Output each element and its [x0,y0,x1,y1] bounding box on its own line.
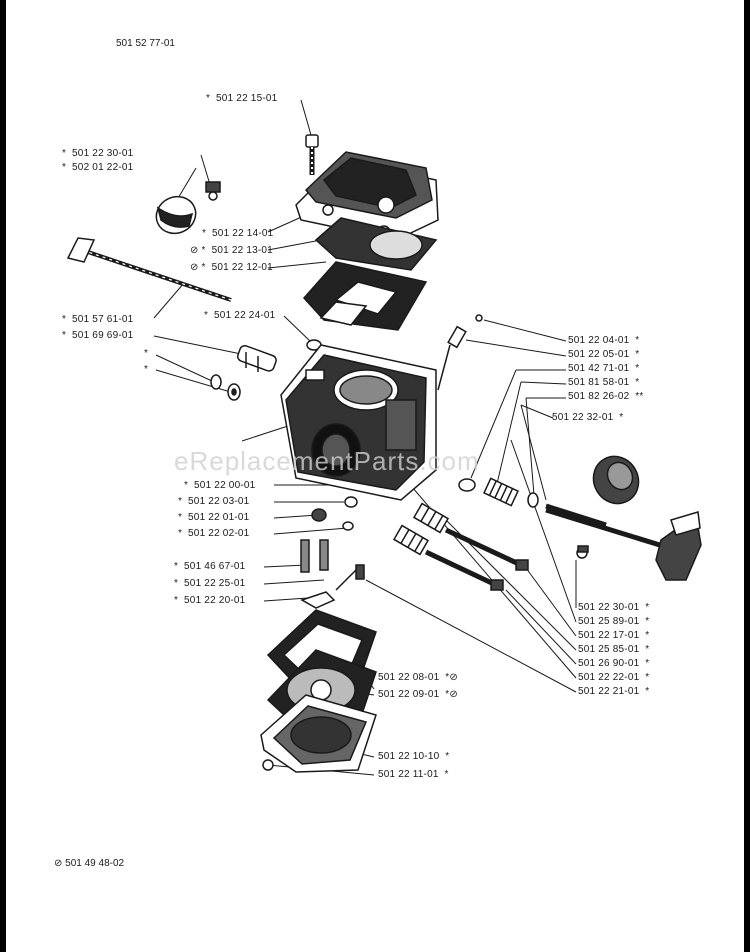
part-label: * 501 22 03-01 [178,496,250,507]
leader-line [520,404,554,419]
leader-line [300,99,312,136]
leader-line [267,261,327,269]
part-label: 501 22 08-01 *⊘ [378,672,458,683]
pump-diaphragm [314,217,438,271]
part-label: 501 22 17-01 * [578,630,650,641]
part-label: * 501 22 15-01 [206,93,278,104]
leader-line [273,514,319,519]
part-label: 501 26 90-01 * [578,658,650,669]
leader-line [525,397,535,496]
leader-line [495,381,522,489]
part-label: ⊘ * 501 22 13-01 [190,245,273,256]
part-label: 501 22 21-01 * [578,686,650,697]
leader-line [483,319,567,342]
leader-line [263,597,309,602]
part-label: 501 22 30-01 * [578,602,650,613]
leader-line [520,404,547,501]
part-label: ⊘ * 501 22 12-01 [190,262,273,273]
small-screw-spring [437,314,483,391]
choke-valve [545,455,702,581]
assembly-code: 501 52 77-01 [116,38,175,49]
pump-gasket [302,261,428,331]
leader-line [273,527,349,535]
carburetor-body [280,344,437,501]
part-label: * 501 22 30-01 [62,148,134,159]
part-label: 501 82 26-02 ** [568,391,644,402]
part-label: * [144,364,149,375]
part-label: * 501 22 25-01 [174,578,246,589]
fuel-fitting [237,344,277,372]
leader-line [153,282,185,319]
parts-diagram-sheet: eReplacementParts.com 501 52 77-01 ⊘ 501… [6,0,744,952]
part-label: 501 22 10-10 * [378,751,450,762]
leader-line [365,579,577,693]
leader-line [465,339,567,357]
leader-line [155,369,235,394]
part-label: * 501 22 00-01 [184,480,256,491]
leader-line [263,564,307,568]
leader-line [241,424,292,442]
leader-line [283,315,312,343]
leader-line [525,567,577,637]
part-label: * 501 57 61-01 [62,314,134,325]
screw-top [305,134,319,175]
part-label: 501 22 09-01 *⊘ [378,689,458,700]
part-label: * 501 22 14-01 [202,228,274,239]
throttle-valve [155,181,221,235]
leader-line [267,239,322,251]
leader-line [153,335,247,356]
part-label: 501 22 11-01 * [378,769,449,780]
part-label: * 501 69 69-01 [62,330,134,341]
leader-line [510,439,577,623]
footnote-code: ⊘ 501 49 48-02 [54,858,125,869]
adjusting-screws [392,477,607,591]
carburetor-exploded-view [66,99,702,776]
metering-lever [300,496,365,609]
part-label: * 501 22 20-01 [174,595,246,606]
leader-line [155,354,215,383]
metering-cover [260,694,377,773]
part-label: * 501 22 24-01 [204,310,276,321]
part-label: 501 42 71-01 * [568,363,640,374]
part-label: * 502 01 22-01 [62,162,134,173]
leader-line [263,579,325,585]
throttle-shaft [66,237,232,302]
part-label: * 501 46 67-01 [174,561,246,572]
part-label: * 501 22 01-01 [178,512,250,523]
part-label: 501 22 32-01 * [552,412,624,423]
leader-line [505,589,577,665]
leader-line [470,369,517,479]
part-label: 501 22 04-01 * [568,335,640,346]
part-label: 501 25 89-01 * [578,616,650,627]
part-label: * [144,348,149,359]
part-label: 501 22 22-01 * [578,672,650,683]
part-label: * 501 22 02-01 [178,528,250,539]
part-label: 501 22 05-01 * [568,349,640,360]
part-label: 501 81 58-01 * [568,377,640,388]
watermark-text: eReplacementParts.com [174,446,480,476]
pump-cover [295,151,439,241]
washers [210,374,241,401]
leader-line [520,381,567,385]
part-label: 501 25 85-01 * [578,644,650,655]
